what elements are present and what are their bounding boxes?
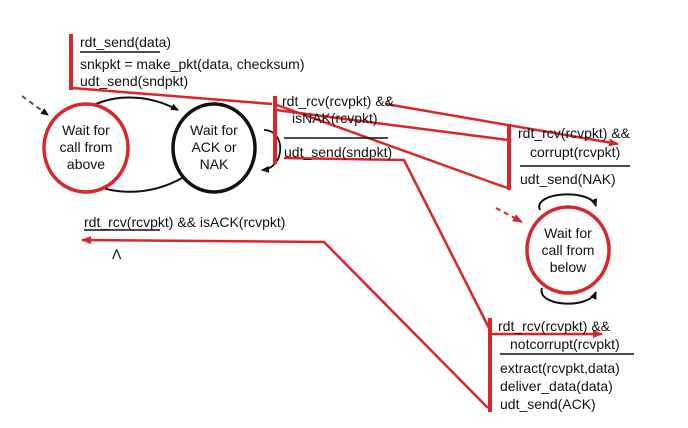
state-wait-call-above	[42, 102, 130, 194]
receiver-ok-event-2: notcorrupt(rcvpkt)	[510, 336, 620, 352]
state-wait-ack-nak	[171, 102, 257, 194]
path-send-to-corrupt	[273, 102, 509, 190]
receiver-ok-event-1: rdt_rcv(rcvpkt) &&	[498, 318, 611, 334]
sender-nak-event-2: isNAK(rcvpkt)	[292, 110, 378, 126]
sender-send-event: rdt_send(data)	[80, 34, 172, 50]
sender-send-action-2: udt_send(sndpkt)	[80, 73, 189, 89]
state-label-wait-call-above: Wait for call from above	[59, 122, 113, 172]
sender-nak-action: udt_send(sndpkt)	[284, 144, 393, 160]
path-nak-to-corrupt	[385, 102, 619, 147]
state-wait-call-below	[525, 205, 611, 295]
receiver-corrupt-event-2: corrupt(rcvpkt)	[530, 144, 621, 160]
state-label-wait-call-below: Wait for call from below	[541, 225, 595, 275]
path-nak-to-receiver	[283, 156, 492, 331]
receiver-corrupt-event-1: rdt_rcv(rcvpkt) &&	[518, 125, 631, 141]
self-loop-wait-ack	[261, 129, 282, 173]
state-label-wait-ack-nak: Wait for ACK or NAK	[190, 122, 238, 172]
sender-ack-action: Λ	[112, 246, 122, 262]
initial-arrow-sender	[21, 95, 49, 116]
sender-nak-event-1: rdt_rcv(rcvpkt) &&	[282, 93, 395, 109]
receiver-ok-action-1: extract(rcvpkt,data)	[500, 360, 620, 376]
self-loop-receiver-bottom	[540, 287, 597, 305]
receiver-corrupt-action: udt_send(NAK)	[520, 171, 616, 187]
path-send-to-nak	[71, 86, 273, 106]
sender-send-action-1: snkpkt = make_pkt(data, checksum)	[80, 56, 305, 72]
path-corrupt-to-sender	[275, 108, 509, 142]
self-loop-receiver-top	[538, 193, 598, 211]
path-ack-return	[81, 236, 489, 409]
initial-arrow-receiver	[495, 207, 523, 223]
receiver-ok-action-2: deliver_data(data)	[500, 378, 613, 394]
sender-ack-event: rdt_rcv(rcvpkt) && isACK(rcvpkt)	[84, 214, 286, 230]
receiver-ok-action-3: udt_send(ACK)	[500, 396, 596, 412]
